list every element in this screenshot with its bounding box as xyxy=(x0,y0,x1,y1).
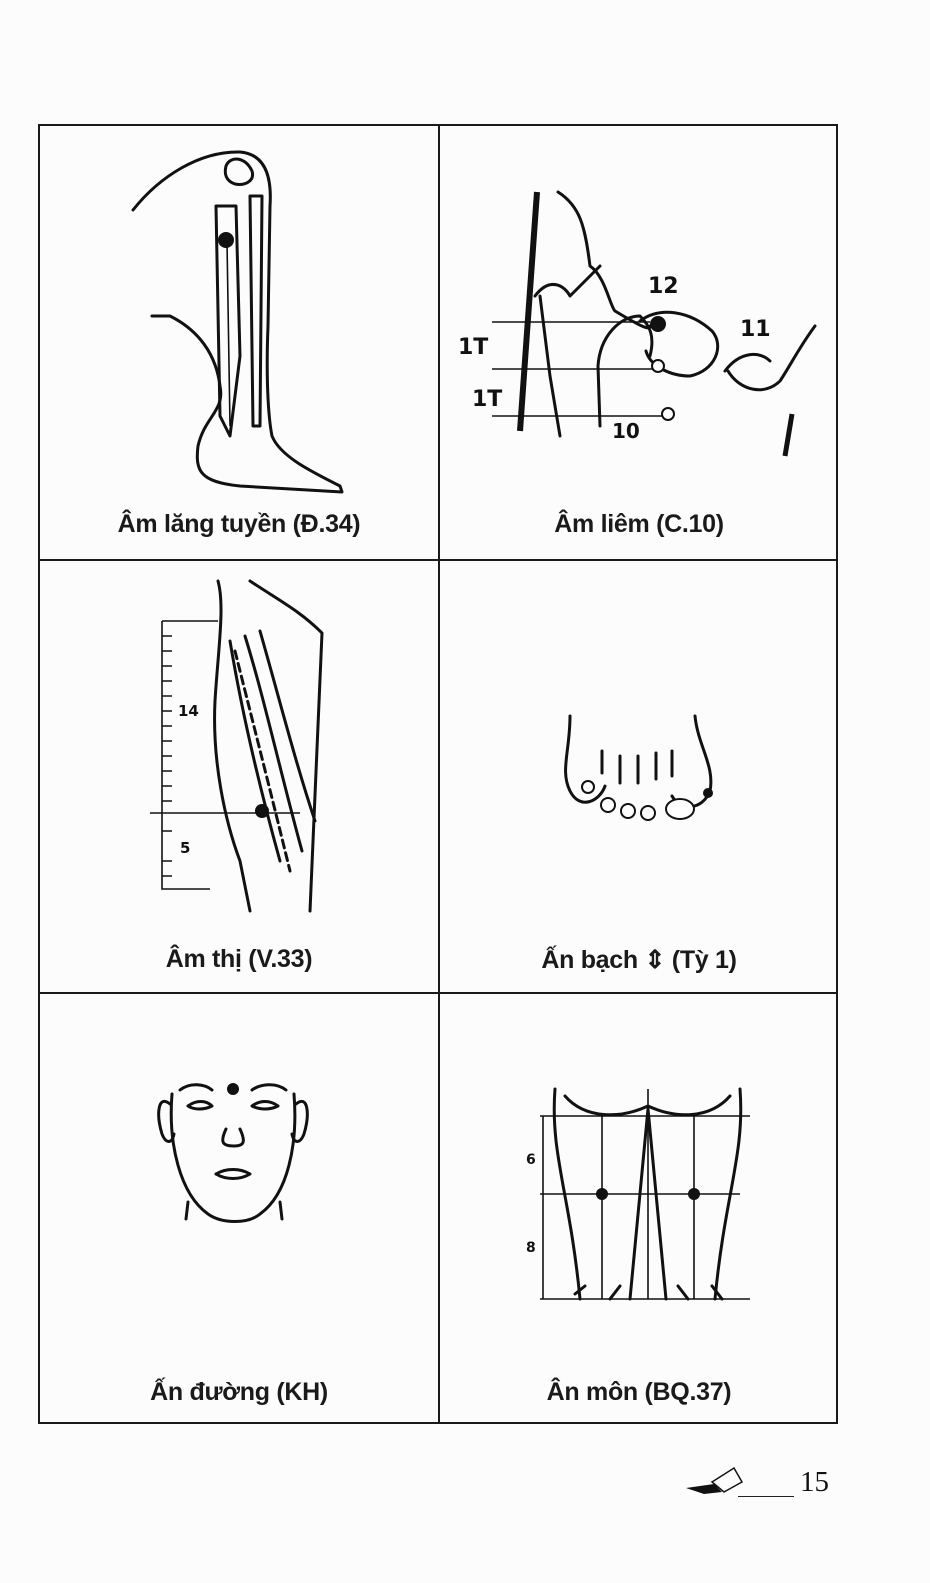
svg-text:1T: 1T xyxy=(458,335,488,360)
figure-caption: Âm lăng tuyền (Đ.34) xyxy=(117,510,361,538)
svg-text:12: 12 xyxy=(648,274,679,299)
grid-divider-horizontal xyxy=(40,992,836,994)
figure-cell-an-duong: Ấn đường (KH) xyxy=(40,994,438,1424)
svg-text:5: 5 xyxy=(180,839,190,857)
figure-cell-am-thi: 14 5 Âm thị (V.33) xyxy=(40,561,438,992)
figure-cell-an-bach: Ấn bạch ⇕ (Tỳ 1) xyxy=(440,561,838,992)
grid-divider-vertical xyxy=(438,126,440,1422)
foot-toes-illustration-icon xyxy=(564,714,713,821)
svg-text:14: 14 xyxy=(178,702,199,720)
back-thighs-illustration-icon: 6 8 xyxy=(526,1087,750,1301)
bird-ornament-icon xyxy=(686,1466,744,1494)
svg-text:8: 8 xyxy=(526,1240,536,1256)
acupoint-dot xyxy=(255,804,269,818)
acupoint-dot xyxy=(218,232,234,248)
svg-text:11: 11 xyxy=(740,317,771,342)
figure-cell-am-lang-tuyen: Âm lăng tuyền (Đ.34) xyxy=(40,126,438,559)
figure-caption: Ân môn (BQ.37) xyxy=(546,1378,732,1406)
groin-illustration-icon: 12 11 1T 1T 10 xyxy=(458,190,817,457)
figure-caption: Âm thị (V.33) xyxy=(165,945,313,973)
figure-cell-am-liem: 12 11 1T 1T 10 Âm liêm (C.10) xyxy=(440,126,838,559)
acupoint-dot xyxy=(227,1083,239,1095)
figure-cell-an-mon: 6 8 Ân môn (BQ.37) xyxy=(440,994,838,1424)
thigh-ruler-illustration-icon: 14 5 xyxy=(150,579,324,913)
figure-caption: Ấn đường (KH) xyxy=(150,1378,328,1406)
page-number: 15 xyxy=(800,1466,829,1498)
grid-divider-horizontal xyxy=(40,559,836,561)
footer-rule xyxy=(738,1496,794,1497)
acupoint-figure-grid: Âm lăng tuyền (Đ.34) 12 11 1T 1T 10 Âm l… xyxy=(38,124,838,1424)
figure-caption: Âm liêm (C.10) xyxy=(554,510,724,538)
lower-leg-illustration-icon xyxy=(131,150,344,494)
figure-caption: Ấn bạch ⇕ (Tỳ 1) xyxy=(541,946,737,974)
svg-text:6: 6 xyxy=(526,1152,536,1168)
acupoint-dot xyxy=(703,788,713,798)
svg-text:1T: 1T xyxy=(472,387,502,412)
svg-text:10: 10 xyxy=(612,419,640,443)
face-illustration-icon xyxy=(157,1083,309,1223)
